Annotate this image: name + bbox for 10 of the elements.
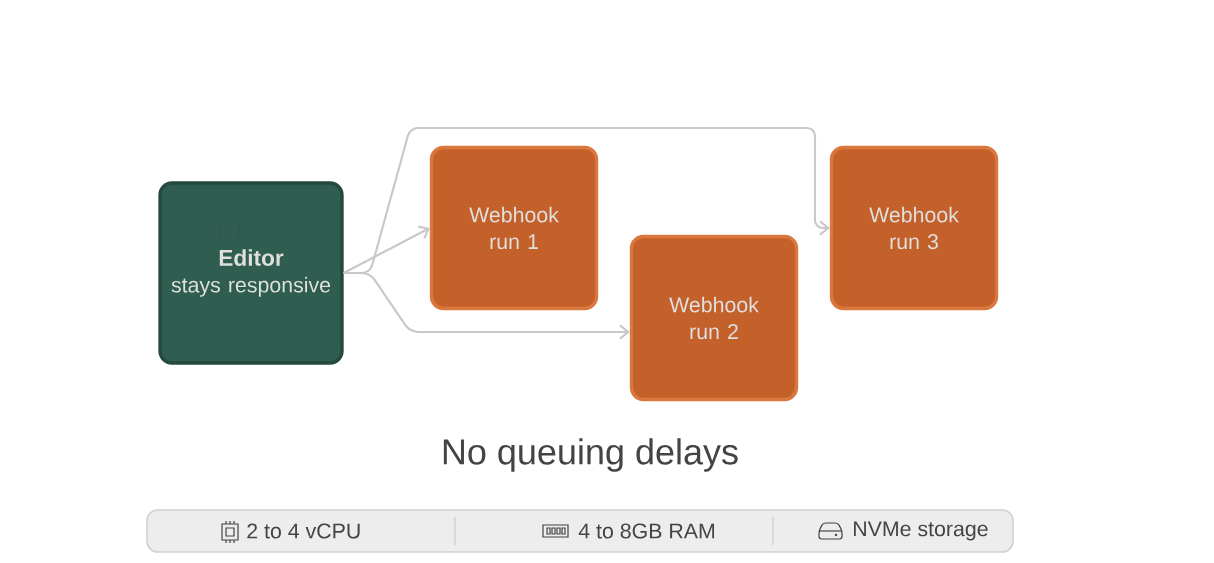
spec-label: 2 to 4 vCPU <box>247 523 360 539</box>
spec-label: NVMe storage <box>854 521 988 541</box>
title: No queuing delays <box>443 438 738 472</box>
webhook-box: Webhook run 2 <box>629 234 799 402</box>
webhook-box: Webhook run 1 <box>429 145 599 311</box>
arrow <box>343 225 430 274</box>
editor-box: Editor stays responsive <box>158 181 344 365</box>
arrow <box>343 271 630 340</box>
spec-label: 4 to 8GB RAM <box>578 523 715 539</box>
webhook-box: Webhook run 3 <box>829 145 999 311</box>
